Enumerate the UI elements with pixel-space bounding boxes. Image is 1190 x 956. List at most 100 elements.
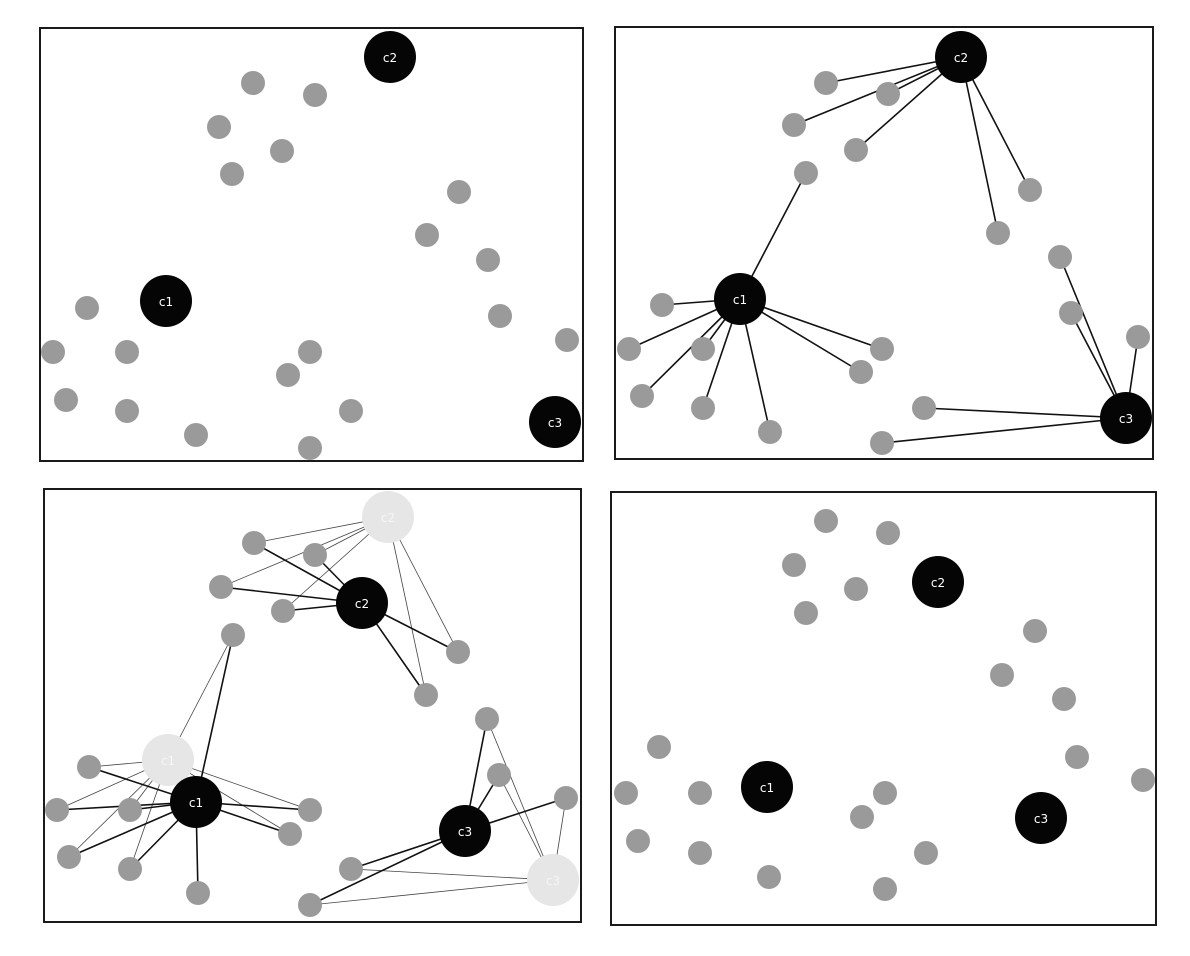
data-point <box>814 71 838 95</box>
data-points <box>614 509 1155 901</box>
previous-centroid-c1: c1 <box>142 734 194 786</box>
centroid-c2: c2 <box>336 577 388 629</box>
previous-assignment-line <box>486 718 554 881</box>
centroid-label: c3 <box>548 416 562 430</box>
centroid-label: c1 <box>733 293 747 307</box>
assignment-line <box>923 407 1127 419</box>
data-point <box>870 431 894 455</box>
data-point <box>688 781 712 805</box>
data-point <box>298 340 322 364</box>
centroid-marker <box>439 805 491 857</box>
data-point <box>614 781 638 805</box>
data-point <box>276 363 300 387</box>
data-point <box>242 531 266 555</box>
centroid-c1: c1 <box>714 273 766 325</box>
data-point <box>688 841 712 865</box>
data-point <box>57 845 81 869</box>
previous-centroid-marker <box>362 491 414 543</box>
assignment-line <box>960 56 999 234</box>
data-point <box>647 735 671 759</box>
previous-centroid-marker <box>527 854 579 906</box>
data-point <box>241 71 265 95</box>
centroid-marker <box>140 275 192 327</box>
data-point <box>1052 687 1076 711</box>
data-point <box>1048 245 1072 269</box>
assignment-line <box>309 830 466 906</box>
centroid-label: c2 <box>355 597 369 611</box>
data-point <box>1126 325 1150 349</box>
data-point <box>814 509 838 533</box>
centroid-c3: c3 <box>439 805 491 857</box>
data-point <box>870 337 894 361</box>
centroid-c1: c1 <box>140 275 192 327</box>
centroid-marker <box>1015 792 1067 844</box>
data-point <box>476 248 500 272</box>
centroid-marker <box>912 556 964 608</box>
data-point <box>691 337 715 361</box>
data-point <box>186 881 210 905</box>
data-point <box>912 396 936 420</box>
data-point <box>271 599 295 623</box>
data-point <box>221 623 245 647</box>
data-point <box>415 223 439 247</box>
previous-assignment-line <box>350 868 554 881</box>
centroid-label: c1 <box>760 781 774 795</box>
data-point <box>844 138 868 162</box>
data-point <box>1018 178 1042 202</box>
data-point <box>209 575 233 599</box>
previous-assignment-line <box>309 879 554 906</box>
centroid-marker <box>170 776 222 828</box>
centroid-c1: c1 <box>741 761 793 813</box>
data-point <box>782 553 806 577</box>
data-points <box>617 71 1150 455</box>
data-point <box>488 304 512 328</box>
data-point <box>794 161 818 185</box>
data-point <box>270 139 294 163</box>
centroid-label: c3 <box>1034 812 1048 826</box>
data-point <box>298 436 322 460</box>
data-point <box>555 328 579 352</box>
assignment-line <box>881 417 1127 444</box>
data-point <box>447 180 471 204</box>
panel-assignment: c1 c2 c3 <box>614 26 1154 460</box>
data-point <box>876 521 900 545</box>
centroid-marker <box>364 31 416 83</box>
centroid-c3: c3 <box>1015 792 1067 844</box>
data-point <box>118 857 142 881</box>
data-point <box>757 865 781 889</box>
previous-centroid-label: c1 <box>161 754 175 768</box>
data-points <box>45 531 578 917</box>
data-point <box>45 798 69 822</box>
data-point <box>1065 745 1089 769</box>
data-point <box>914 841 938 865</box>
centroid-marker <box>1100 392 1152 444</box>
data-point <box>184 423 208 447</box>
data-point <box>54 388 78 412</box>
data-point <box>617 337 641 361</box>
centroid-label: c3 <box>1119 412 1133 426</box>
data-point <box>990 663 1014 687</box>
assignment-line <box>195 634 234 803</box>
data-point <box>303 83 327 107</box>
data-point <box>115 340 139 364</box>
data-point <box>75 296 99 320</box>
data-point <box>115 399 139 423</box>
data-points <box>41 71 579 460</box>
data-point <box>849 360 873 384</box>
centroid-marker <box>714 273 766 325</box>
centroid-marker <box>336 577 388 629</box>
data-point <box>339 399 363 423</box>
data-point <box>626 829 650 853</box>
previous-centroid-c2: c2 <box>362 491 414 543</box>
data-point <box>303 543 327 567</box>
previous-centroid-label: c2 <box>381 511 395 525</box>
data-point <box>77 755 101 779</box>
data-point <box>446 640 470 664</box>
data-point <box>782 113 806 137</box>
data-point <box>475 707 499 731</box>
data-point <box>1131 768 1155 792</box>
previous-centroid-marker <box>142 734 194 786</box>
data-point <box>414 683 438 707</box>
data-point <box>794 601 818 625</box>
